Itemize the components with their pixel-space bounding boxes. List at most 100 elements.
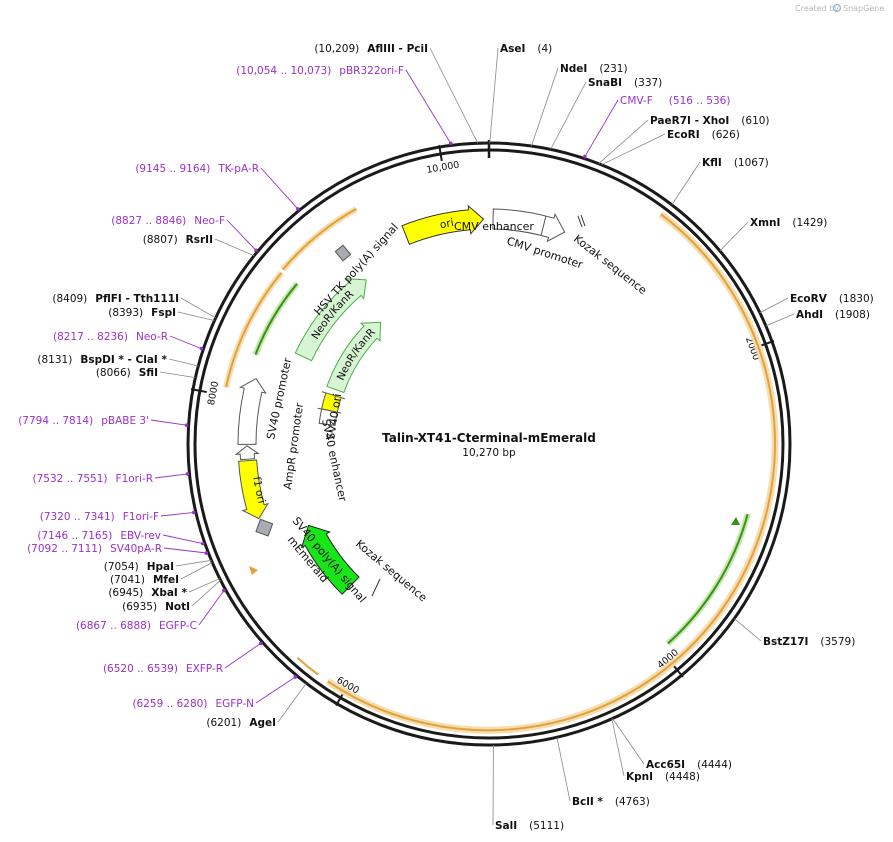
left-green xyxy=(254,283,298,355)
sv40-polya-box xyxy=(255,518,274,537)
enzyme-name: RsrII xyxy=(186,234,213,246)
primer-site-0[interactable]: (10,054 .. 10,073)pBR322ori-F xyxy=(236,65,453,146)
enzyme-name: EcoRV xyxy=(790,293,828,305)
enzyme-leader-line xyxy=(177,311,215,321)
talin-band-arrowhead xyxy=(296,656,319,676)
primer-label: (6867 .. 6888)EGFP-C xyxy=(76,620,197,632)
enzyme-site-0[interactable]: AflIII - PciI(10,209) xyxy=(314,43,479,144)
ampr-promoter-arrow xyxy=(234,445,260,461)
enzyme-position: (626) xyxy=(712,129,740,141)
primer-label: (7092 .. 7111)SV40pA-R xyxy=(27,543,162,555)
enzyme-name: Acc65I xyxy=(646,759,685,771)
primer-site-6[interactable]: (7532 .. 7551)F1ori-R xyxy=(33,472,190,485)
primer-binding-mark xyxy=(258,641,263,646)
f1-ori-arrow xyxy=(238,459,269,520)
primer-site-12[interactable]: (6259 .. 6280)EGFP-N xyxy=(132,675,298,710)
tick-label-4: 10,000 xyxy=(426,160,461,176)
enzyme-site-23[interactable]: PflFI - Tth111I(8409) xyxy=(52,293,216,319)
enzyme-name: PaeR7I - XhoI xyxy=(650,115,729,127)
cmv-arrow xyxy=(492,208,566,243)
enzyme-name: NotI xyxy=(165,601,190,613)
primer-binding-mark xyxy=(222,588,226,593)
enzyme-leader-line xyxy=(598,119,649,165)
enzyme-site-24[interactable]: RsrII(8807) xyxy=(143,234,255,257)
primer-leader-line xyxy=(154,473,188,479)
primer-site-9[interactable]: (7092 .. 7111)SV40pA-R xyxy=(27,543,209,555)
enzyme-position: (231) xyxy=(599,63,627,75)
primer-label: (7532 .. 7551)F1ori-R xyxy=(33,473,153,485)
enzyme-site-11[interactable]: Acc65I(4444) xyxy=(612,718,732,771)
left-orange-b-glow xyxy=(280,206,358,272)
enzyme-name: XbaI * xyxy=(151,587,187,599)
primer-leader-line xyxy=(260,167,299,210)
primer-site-1[interactable]: CMV-F(516 .. 536) xyxy=(583,95,730,159)
primer-label: (7794 .. 7814)pBABE 3' xyxy=(18,415,149,427)
primer-binding-mark xyxy=(296,207,300,211)
snapgene-logo-icon xyxy=(832,3,842,13)
sv40-ori-box xyxy=(321,391,346,413)
enzyme-site-10[interactable]: BstZ17I(3579) xyxy=(733,618,855,648)
primer-site-10[interactable]: (6867 .. 6888)EGFP-C xyxy=(76,588,226,632)
enzyme-leader-line xyxy=(489,47,499,144)
left-green-glow xyxy=(252,281,300,356)
enzyme-site-22[interactable]: FspI(8393) xyxy=(108,307,215,321)
enzyme-site-9[interactable]: AhdI(1908) xyxy=(765,309,870,327)
primer-site-4[interactable]: (8217 .. 8236)Neo-R xyxy=(53,331,204,351)
enzyme-name: BstZ17I xyxy=(763,636,808,648)
left-orange-a xyxy=(225,272,283,388)
enzyme-position: (337) xyxy=(634,77,662,89)
enzyme-position: (8131) xyxy=(37,354,72,366)
talin-band-head xyxy=(249,566,258,575)
primer-label: (9145 .. 9164)TK-pA-R xyxy=(135,163,259,175)
enzyme-site-8[interactable]: EcoRV(1830) xyxy=(759,293,874,314)
primer-label: (6520 .. 6539)EXFP-R xyxy=(103,663,223,675)
primer-leader-line xyxy=(405,69,452,144)
enzyme-position: (4763) xyxy=(615,796,650,808)
neor-inner-arrow xyxy=(326,321,382,394)
primer-binding-mark xyxy=(184,423,189,427)
primer-site-8[interactable]: (7146 .. 7165)EBV-rev xyxy=(37,530,205,546)
primer-label: (10,054 .. 10,073)pBR322ori-F xyxy=(236,65,404,77)
enzyme-site-18[interactable]: MfeI(7041) xyxy=(110,562,213,586)
enzyme-site-15[interactable]: AgeI(6201) xyxy=(206,682,307,729)
kozak-sequence-top-label: Kozak sequence xyxy=(571,232,649,297)
primer-binding-mark xyxy=(448,141,453,146)
enzyme-site-19[interactable]: HpaI(7054) xyxy=(104,559,212,573)
enzyme-site-3[interactable]: SnaBI(337) xyxy=(550,77,663,150)
enzyme-site-5[interactable]: EcoRI(626) xyxy=(601,129,740,166)
left-orange-b xyxy=(282,208,357,271)
primer-site-5[interactable]: (7794 .. 7814)pBABE 3' xyxy=(18,415,189,427)
primer-site-7[interactable]: (7320 .. 7341)F1ori-F xyxy=(40,510,196,523)
ampr-promoter-label: AmpR promoter xyxy=(281,402,306,491)
sv40-promoter-arrow xyxy=(237,377,267,445)
primer-site-3[interactable]: (8827 .. 8846)Neo-F xyxy=(111,215,258,253)
enzyme-name: BclI * xyxy=(572,796,603,808)
enzyme-name: FspI xyxy=(151,307,176,319)
enzyme-site-20[interactable]: SfiI(8066) xyxy=(96,367,196,379)
memerald-arrow xyxy=(300,524,360,595)
enzyme-site-6[interactable]: KflI(1067) xyxy=(671,157,769,206)
primer-binding-mark xyxy=(192,510,196,515)
snapgene-watermark: Created by SnapGene xyxy=(795,3,884,13)
enzyme-site-13[interactable]: BclI * (4763) xyxy=(556,737,650,808)
enzyme-site-4[interactable]: PaeR7I - XhoI(610) xyxy=(598,115,770,165)
enzyme-site-21[interactable]: BspDI * - ClaI *(8131) xyxy=(37,354,199,367)
enzyme-site-1[interactable]: AseI(4) xyxy=(489,43,553,144)
primer-site-11[interactable]: (6520 .. 6539)EXFP-R xyxy=(103,641,263,675)
enzyme-name: SfiI xyxy=(139,367,158,379)
tick-mark-3 xyxy=(190,388,207,394)
enzyme-leader-line xyxy=(429,47,479,144)
enzyme-site-12[interactable]: KpnI(4448) xyxy=(611,718,700,783)
enzyme-position: (6201) xyxy=(206,717,241,729)
enzyme-site-7[interactable]: XmnI(1429) xyxy=(719,217,827,252)
enzyme-site-14[interactable]: SalI(5111) xyxy=(492,744,564,832)
enzyme-site-2[interactable]: NdeI(231) xyxy=(531,63,628,147)
hsv-tk-polya-label: HSV TK poly(A) signal xyxy=(312,221,401,318)
enzyme-name: KpnI xyxy=(626,771,653,783)
enzyme-leader-line xyxy=(531,67,559,147)
primer-site-2[interactable]: (9145 .. 9164)TK-pA-R xyxy=(135,163,300,211)
enzyme-site-16[interactable]: NotI(6935) xyxy=(122,579,221,613)
enzyme-site-17[interactable]: XbaI *(6945) xyxy=(108,578,220,599)
watermark-text: Created by xyxy=(795,4,839,13)
enzyme-name: AseI xyxy=(500,43,525,55)
